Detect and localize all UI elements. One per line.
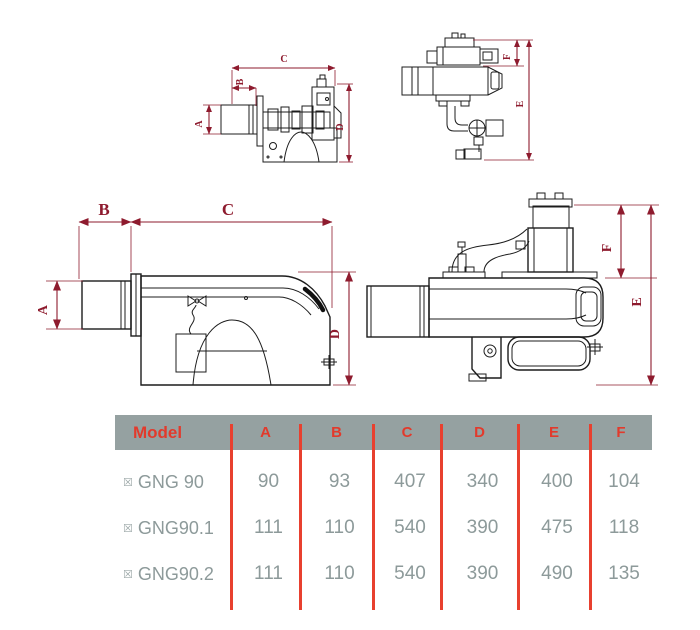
value-cell-a: 90 xyxy=(257,471,280,492)
dimensions-small-side: C B A D xyxy=(194,54,353,163)
table-row-gng90: ☒ GNG 90 90 93 407 340 400 104 xyxy=(115,459,652,505)
side-screw-top xyxy=(589,343,601,352)
large-top-view: F E xyxy=(366,192,659,386)
value-cell-b: 110 xyxy=(324,517,355,538)
fan-housing xyxy=(507,336,591,371)
large-side-view: B C A D xyxy=(36,200,356,386)
burner-body xyxy=(140,275,331,386)
motor-cap-small xyxy=(444,37,475,48)
model-name: GNG90.1 xyxy=(137,517,214,538)
motor-dome xyxy=(192,319,272,386)
dimensions-large-side: B C A D xyxy=(36,200,356,386)
dim-label-e: E xyxy=(630,297,645,306)
value-cell-d: 390 xyxy=(466,517,499,538)
burner-outline-large-side xyxy=(81,273,337,386)
body-panel-small xyxy=(262,127,338,163)
burner-body-top xyxy=(428,277,604,338)
column-header-e: E xyxy=(548,424,559,441)
column-separator xyxy=(230,424,233,610)
value-cell-e: 400 xyxy=(541,471,573,492)
column-separator xyxy=(440,424,443,610)
column-separator xyxy=(299,424,302,610)
value-cell-b: 93 xyxy=(328,471,351,492)
row-bullet-icon: ☒ xyxy=(123,476,133,489)
value-cell-d: 390 xyxy=(466,563,499,584)
blast-tube xyxy=(81,280,132,330)
model-name: GNG90.2 xyxy=(137,563,214,584)
column-header-c: C xyxy=(401,424,413,441)
value-cell-c: 540 xyxy=(394,563,426,584)
dimensions-table: Model A B C D E F ☒ GNG 90 90 93 407 340 … xyxy=(115,415,652,610)
column-header-b: B xyxy=(331,424,342,441)
value-cell-b: 110 xyxy=(324,563,355,584)
burner-outline-small-side xyxy=(220,74,342,163)
value-cell-d: 340 xyxy=(466,471,499,492)
row-bullet-icon: ☒ xyxy=(123,522,133,535)
column-header-a: A xyxy=(260,424,271,441)
dim-label-b: B xyxy=(98,200,109,219)
dim-label-c-small: C xyxy=(280,54,287,65)
burner-outline-small-front xyxy=(401,32,504,160)
side-screw xyxy=(323,358,335,366)
model-cell: ☒ GNG90.2 xyxy=(115,564,231,585)
gas-valve-body xyxy=(527,227,574,273)
value-cell-f: 135 xyxy=(608,563,640,584)
small-side-view: C B A D xyxy=(194,54,353,163)
value-cell-c: 540 xyxy=(394,517,426,538)
column-header-d: D xyxy=(474,424,485,441)
dimensions-small-front: F E xyxy=(473,39,534,161)
sight-window xyxy=(575,286,602,327)
dim-label-a-small: A xyxy=(194,120,205,128)
row-bullet-icon: ☒ xyxy=(123,568,133,581)
junction-box xyxy=(175,333,207,373)
value-cell-a: 111 xyxy=(254,563,283,584)
gas-pipe-small xyxy=(262,111,331,129)
column-separator xyxy=(517,424,520,610)
value-cell-e: 475 xyxy=(541,517,573,538)
table-row-gng90-1: ☒ GNG90.1 111 110 540 390 475 118 xyxy=(115,505,652,551)
model-name: GNG 90 xyxy=(137,471,204,492)
burner-outline-large-top xyxy=(366,192,604,382)
dim-label-d: D xyxy=(328,329,343,339)
dim-label-f-small: F xyxy=(502,54,513,60)
valve-block-small xyxy=(311,86,335,141)
pilot-pipe xyxy=(451,228,528,273)
air-damper-housing xyxy=(471,337,502,379)
dim-label-b-small: B xyxy=(235,78,246,85)
dim-label-a: A xyxy=(36,304,51,315)
value-cell-e: 490 xyxy=(541,563,573,584)
dimensions-large-top: F E xyxy=(574,204,659,386)
blast-tube-small xyxy=(220,104,258,135)
technical-drawings: C B A D xyxy=(36,32,659,386)
value-cell-a: 111 xyxy=(254,517,283,538)
small-front-view: F E xyxy=(401,32,534,161)
column-separator xyxy=(589,424,592,610)
value-cell-c: 407 xyxy=(394,471,426,492)
dim-label-f: F xyxy=(600,244,615,253)
dim-label-d-small: D xyxy=(335,123,346,130)
burner-body-small-front xyxy=(401,66,489,96)
column-header-f: F xyxy=(616,424,626,441)
dim-label-c: C xyxy=(222,200,234,219)
table-row-gng90-2: ☒ GNG90.2 111 110 540 390 490 135 xyxy=(115,551,652,597)
model-cell: ☒ GNG 90 xyxy=(115,472,231,493)
gas-train-pipe-small xyxy=(446,106,468,132)
value-cell-f: 118 xyxy=(608,517,640,538)
table-header-row: Model A B C D E F xyxy=(115,415,652,450)
ignition-cable xyxy=(188,304,197,335)
wing-nut xyxy=(187,295,207,307)
column-header-model: Model xyxy=(133,422,183,442)
value-cell-f: 104 xyxy=(608,471,640,492)
dim-label-e-small: E xyxy=(515,100,526,107)
model-cell: ☒ GNG90.1 xyxy=(115,518,231,539)
valve-actuator xyxy=(532,205,570,229)
column-separator xyxy=(372,424,375,610)
